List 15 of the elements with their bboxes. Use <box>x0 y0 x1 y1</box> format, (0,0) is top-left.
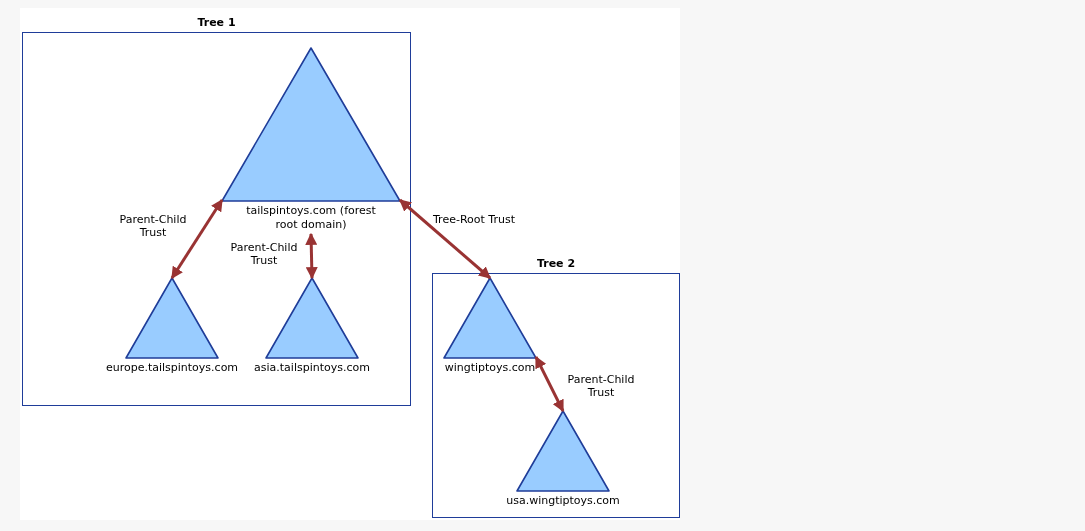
edge-label: Parent-Child Trust <box>566 373 636 399</box>
tree-heading: Tree 1 <box>196 16 237 30</box>
edge-label: Parent-Child Trust <box>118 213 188 239</box>
domain-name: usa.wingtiptoys.com <box>506 494 620 508</box>
domain-name: tailspintoys.com (forest root domain) <box>245 204 377 232</box>
domain-name: wingtiptoys.com <box>444 361 536 375</box>
trust-arrow <box>534 355 565 413</box>
domain-name: europe.tailspintoys.com <box>105 361 239 375</box>
domain-name: asia.tailspintoys.com <box>254 361 370 375</box>
tree-heading: Tree 2 <box>535 257 577 271</box>
trust-arrow <box>399 198 491 280</box>
trust-arrow <box>170 199 224 279</box>
trust-arrow <box>305 232 318 280</box>
edge-label: Parent-Child Trust <box>229 241 299 267</box>
edge-label: Tree-Root Trust <box>432 213 516 226</box>
